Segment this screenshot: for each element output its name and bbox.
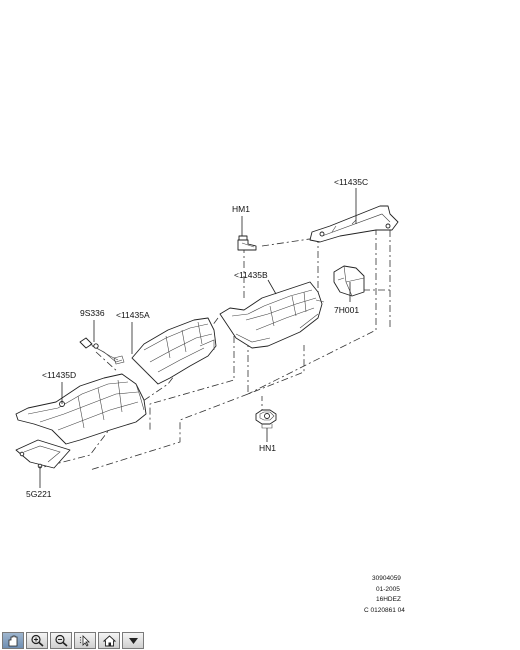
exploded-parts-diagram: <11435C HM1 <11435B 7H001 9S336 <11435A … — [15, 177, 405, 614]
label-11435A: <11435A — [116, 310, 150, 320]
select-button[interactable] — [74, 632, 96, 649]
bracket-7H001[interactable] — [333, 265, 365, 297]
pan-button[interactable] — [2, 632, 24, 649]
home-button[interactable] — [98, 632, 120, 649]
label-11435D: <11435D — [42, 370, 76, 380]
label-7H001: 7H001 — [334, 305, 359, 315]
select-icon — [79, 635, 90, 647]
ref-line-1: 30904059 — [372, 575, 401, 582]
label-HM1: HM1 — [232, 204, 250, 214]
sensor-9S336[interactable] — [79, 337, 125, 365]
pan-icon — [8, 635, 17, 647]
label-HN1: HN1 — [259, 443, 276, 453]
label-11435B: <11435B — [234, 270, 268, 280]
assembly-lines — [39, 228, 391, 471]
ref-line-2: 01-2005 — [376, 586, 400, 593]
dropdown-icon — [128, 638, 138, 644]
zoom-out-button[interactable] — [50, 632, 72, 649]
shield-11435C[interactable] — [309, 205, 399, 243]
shield-11435D[interactable] — [15, 373, 147, 445]
leader-lines — [39, 188, 357, 488]
bracket-5G221[interactable] — [15, 439, 71, 469]
home-icon — [102, 635, 116, 647]
shield-11435B[interactable] — [219, 281, 325, 349]
stud-HM1[interactable] — [237, 235, 257, 251]
label-5G221: 5G221 — [26, 489, 52, 499]
ref-line-4: C 0120861 04 — [364, 607, 405, 614]
zoom-in-icon — [30, 634, 44, 647]
shield-11435A[interactable] — [131, 317, 217, 385]
reference-block: 30904059 01-2005 16HDEZ C 0120861 04 — [364, 575, 405, 614]
label-11435C: <11435C — [334, 177, 368, 187]
zoom-out-icon — [54, 634, 68, 647]
nut-HN1[interactable] — [255, 409, 277, 429]
zoom-in-button[interactable] — [26, 632, 48, 649]
dropdown-button[interactable] — [122, 632, 144, 649]
viewer-toolbar — [0, 631, 172, 650]
label-9S336: 9S336 — [80, 308, 105, 318]
ref-line-3: 16HDEZ — [376, 596, 401, 603]
